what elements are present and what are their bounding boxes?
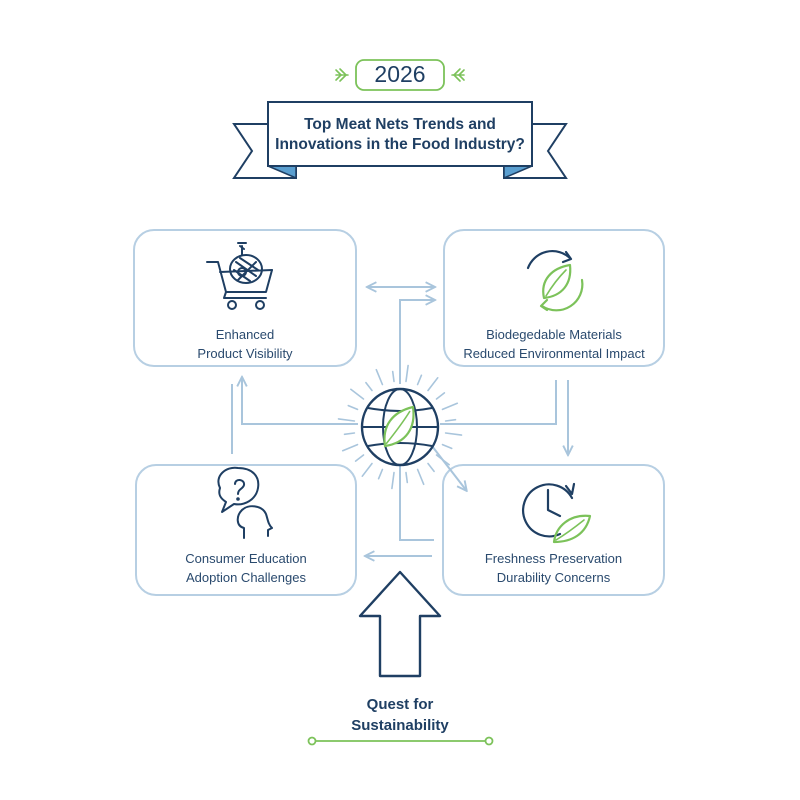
center-ray xyxy=(361,462,373,478)
center-ray xyxy=(444,432,463,436)
card-bottom-right xyxy=(442,464,665,596)
center-ray xyxy=(441,402,459,411)
card-top-right-line-1: Biodegedable Materials xyxy=(486,327,622,342)
center-ray xyxy=(354,454,365,462)
card-bottom-right-line-2: Durability Concerns xyxy=(496,570,611,585)
globe-leaf-icon xyxy=(360,387,440,467)
sustainability-label: Quest for Sustainability xyxy=(300,694,500,736)
center-ray xyxy=(405,364,409,383)
center-ray xyxy=(375,368,384,386)
card-top-right-line-2: Reduced Environmental Impact xyxy=(463,346,645,361)
head-question-icon xyxy=(217,466,273,539)
sustainability-line-2: Sustainability xyxy=(351,717,449,734)
center-ray xyxy=(349,388,365,400)
page-title: Top Meat Nets Trends and Innovations in … xyxy=(272,104,528,166)
center-ray xyxy=(427,376,439,392)
card-bottom-right-label: Freshness Preservation Durability Concer… xyxy=(443,549,664,587)
center-ray xyxy=(343,432,356,436)
connector-center-left-up xyxy=(242,378,358,425)
card-bottom-right-line-1: Freshness Preservation xyxy=(484,551,623,566)
center-rays xyxy=(337,364,463,490)
card-bottom-left-line-1: Consumer Education xyxy=(185,551,307,566)
center-ray xyxy=(377,468,384,480)
center-ray xyxy=(435,454,451,466)
center-ray xyxy=(441,443,453,450)
year-label: 2026 xyxy=(374,61,426,87)
shopping-cart-meat-icon xyxy=(206,242,273,310)
year-badge xyxy=(335,59,465,91)
connector-center-up-top-right xyxy=(399,300,434,384)
connector-center-right xyxy=(440,380,557,425)
center-ray xyxy=(444,418,457,422)
card-top-right xyxy=(443,229,665,367)
clock-leaf-icon xyxy=(522,482,592,544)
title-line-1: Top Meat Nets Trends and xyxy=(304,116,496,133)
sustainability-arrow xyxy=(358,570,442,678)
center-ray xyxy=(416,374,423,386)
recycle-leaf-icon xyxy=(526,250,584,312)
card-bottom-left-line-2: Adoption Challenges xyxy=(186,570,306,585)
right-laurel-icon xyxy=(451,68,465,82)
center-ray xyxy=(341,443,359,452)
connector-diagonal xyxy=(431,445,466,490)
center-ray xyxy=(427,462,435,473)
center-ray xyxy=(405,471,409,484)
left-laurel-icon xyxy=(335,68,349,82)
bottom-divider xyxy=(307,736,494,746)
center-ray xyxy=(391,471,395,490)
card-top-left-label: Enhanced Product Visibility xyxy=(134,325,356,363)
center-ray xyxy=(435,392,446,400)
connectors xyxy=(231,287,568,556)
center-ray xyxy=(347,404,359,411)
center-ray xyxy=(391,370,395,383)
card-top-left-line-1: Enhanced xyxy=(215,327,275,342)
sustainability-line-1: Quest for xyxy=(366,696,434,713)
connector-center-down xyxy=(399,466,434,541)
center-ray xyxy=(365,381,373,392)
center-ray xyxy=(337,418,356,422)
title-line-2: Innovations in the Food Industry? xyxy=(275,136,525,153)
card-top-right-label: Biodegedable Materials Reduced Environme… xyxy=(444,325,664,363)
title-ribbon xyxy=(232,101,568,180)
card-top-left-line-2: Product Visibility xyxy=(197,346,293,361)
card-bottom-left-label: Consumer Education Adoption Challenges xyxy=(136,549,356,587)
center-ray xyxy=(416,468,425,486)
card-bottom-left xyxy=(135,464,357,596)
